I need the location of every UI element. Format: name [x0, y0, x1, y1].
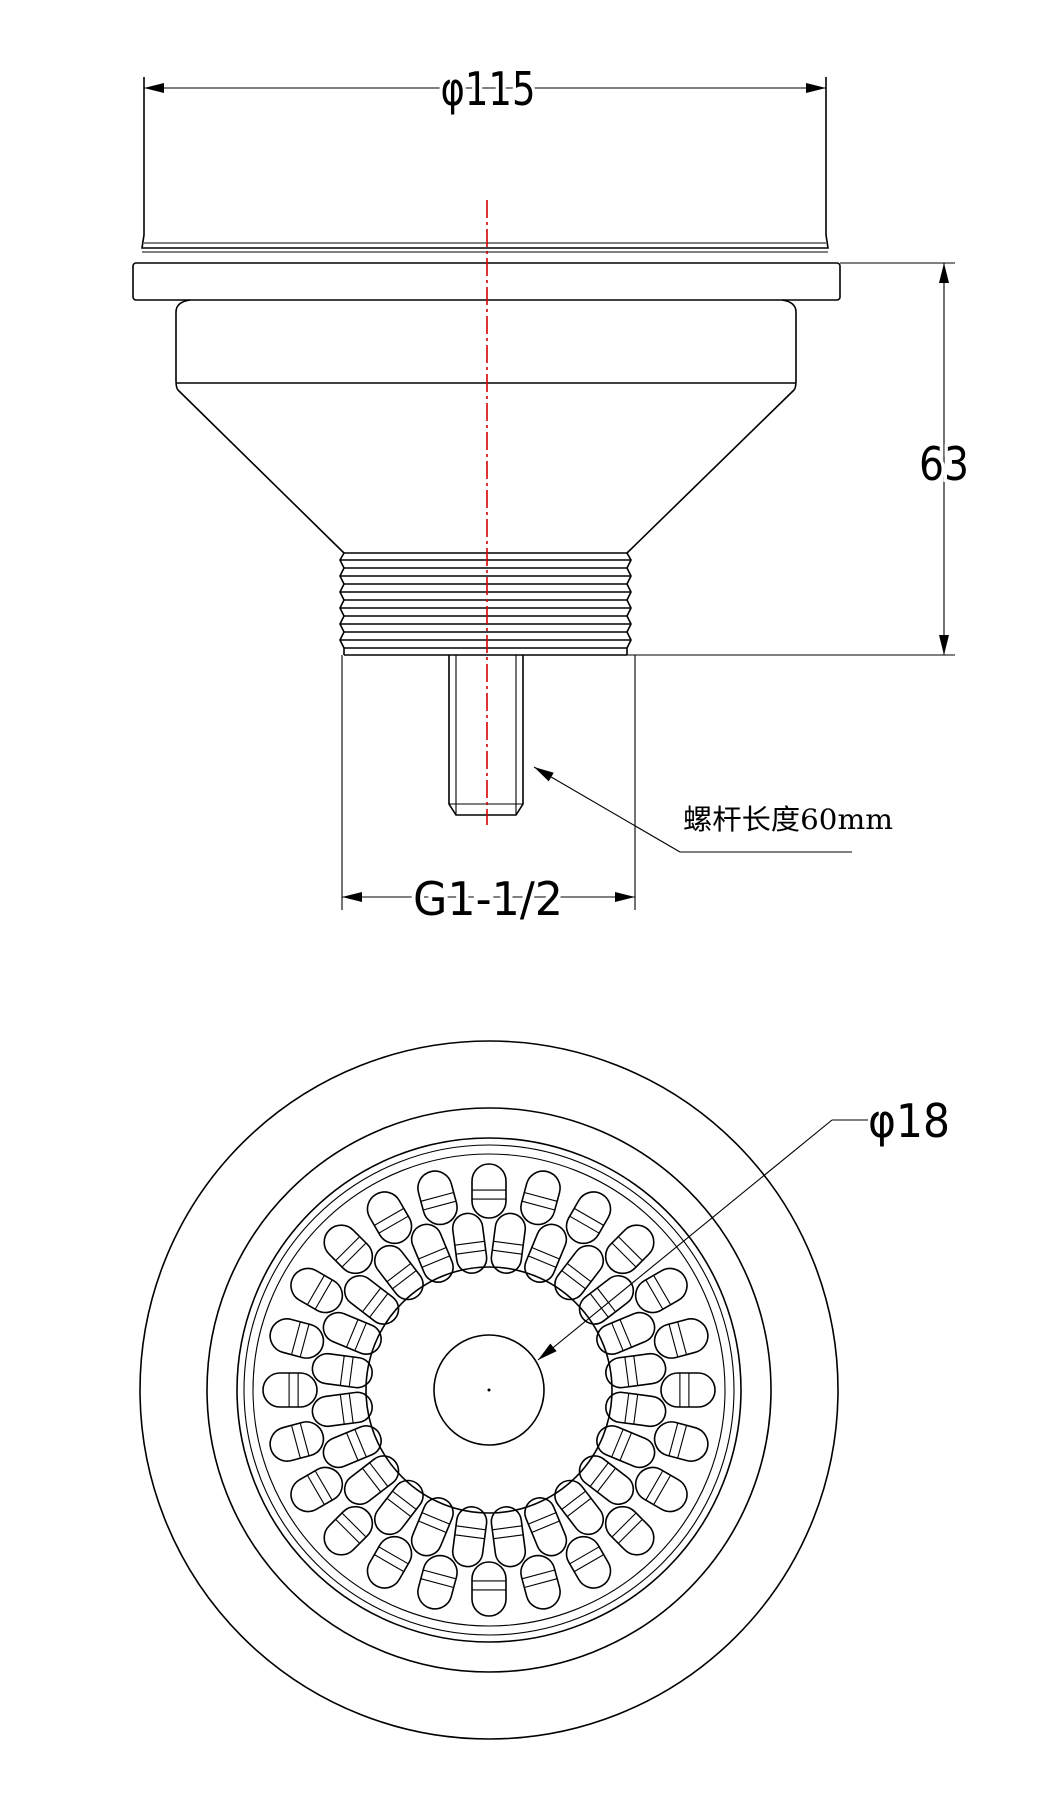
inner-slot	[343, 1455, 400, 1506]
inner-slot	[596, 1311, 656, 1355]
center-point	[487, 1388, 491, 1392]
outer-slot	[653, 1421, 709, 1462]
strainer-center-disc	[365, 1266, 613, 1514]
dimension-height: 63	[627, 262, 973, 656]
dimension-label-center-diameter: φ18	[868, 1094, 950, 1148]
outer-slot	[323, 1224, 374, 1275]
outer-slot	[634, 1267, 688, 1314]
inner-slot	[596, 1425, 656, 1469]
flange-ring	[206, 1107, 772, 1673]
top-view: φ18	[139, 1040, 950, 1740]
outer-slot-ring	[262, 1163, 716, 1617]
outer-slot	[366, 1191, 413, 1245]
knob	[433, 1334, 545, 1446]
inner-slot	[451, 1212, 488, 1274]
outer-rim	[139, 1040, 839, 1740]
screw-rod	[448, 655, 524, 816]
inner-slot	[322, 1425, 382, 1469]
inner-slot	[410, 1497, 454, 1557]
inner-slot	[578, 1455, 635, 1506]
thread	[339, 552, 632, 656]
body	[175, 299, 797, 554]
outer-slot	[604, 1505, 655, 1556]
inner-slot	[311, 1391, 373, 1428]
inner-slot	[490, 1212, 527, 1274]
outer-slot	[262, 1372, 318, 1408]
inner-slot	[605, 1352, 667, 1389]
inner-slot	[373, 1479, 424, 1536]
basket-wall	[252, 1153, 726, 1627]
dimension-label-thread: G1-1/2	[413, 872, 563, 926]
dimension-thread: G1-1/2	[341, 655, 636, 930]
outer-slot	[417, 1554, 458, 1610]
outer-slot	[269, 1421, 325, 1462]
dimension-center-diameter: φ18	[537, 1094, 950, 1361]
outer-slot	[471, 1561, 507, 1617]
sink-rim	[141, 77, 829, 253]
basket-rim-inner	[243, 1144, 735, 1636]
inner-slot	[311, 1352, 373, 1389]
dimension-label-diameter-top: φ115	[441, 62, 536, 116]
inner-slot	[343, 1274, 400, 1325]
outer-slot	[323, 1505, 374, 1556]
inner-slot	[524, 1223, 568, 1283]
dimension-diameter-top: φ115	[144, 58, 826, 120]
inner-slot	[410, 1223, 454, 1283]
inner-slot	[322, 1311, 382, 1355]
inner-slot	[554, 1479, 605, 1536]
side-view: φ115 63 G1-1/2 螺杆长度60mm	[132, 58, 973, 930]
inner-slot	[578, 1274, 635, 1325]
outer-slot	[565, 1535, 612, 1589]
inner-slot	[605, 1391, 667, 1428]
outer-slot	[520, 1170, 561, 1226]
inner-slot	[554, 1244, 605, 1301]
leader-screw-note: 螺杆长度60mm	[533, 766, 893, 853]
outer-slot	[634, 1466, 688, 1513]
dimension-label-height: 63	[919, 437, 969, 491]
inner-slot-ring	[311, 1212, 667, 1568]
outer-slot	[660, 1372, 716, 1408]
inner-slot	[524, 1497, 568, 1557]
inner-slot	[373, 1244, 424, 1301]
outer-slot	[290, 1466, 344, 1513]
outer-slot	[417, 1170, 458, 1226]
inner-slot	[490, 1506, 527, 1568]
outer-slot	[269, 1318, 325, 1359]
outer-slot	[290, 1267, 344, 1314]
basket-rim-outer	[236, 1137, 742, 1643]
outer-slot	[604, 1224, 655, 1275]
screw-length-note: 螺杆长度60mm	[683, 803, 893, 836]
outer-slot	[471, 1163, 507, 1219]
inner-slot	[451, 1506, 488, 1568]
outer-slot	[520, 1554, 561, 1610]
outer-slot	[366, 1535, 413, 1589]
outer-slot	[565, 1191, 612, 1245]
outer-slot	[653, 1318, 709, 1359]
